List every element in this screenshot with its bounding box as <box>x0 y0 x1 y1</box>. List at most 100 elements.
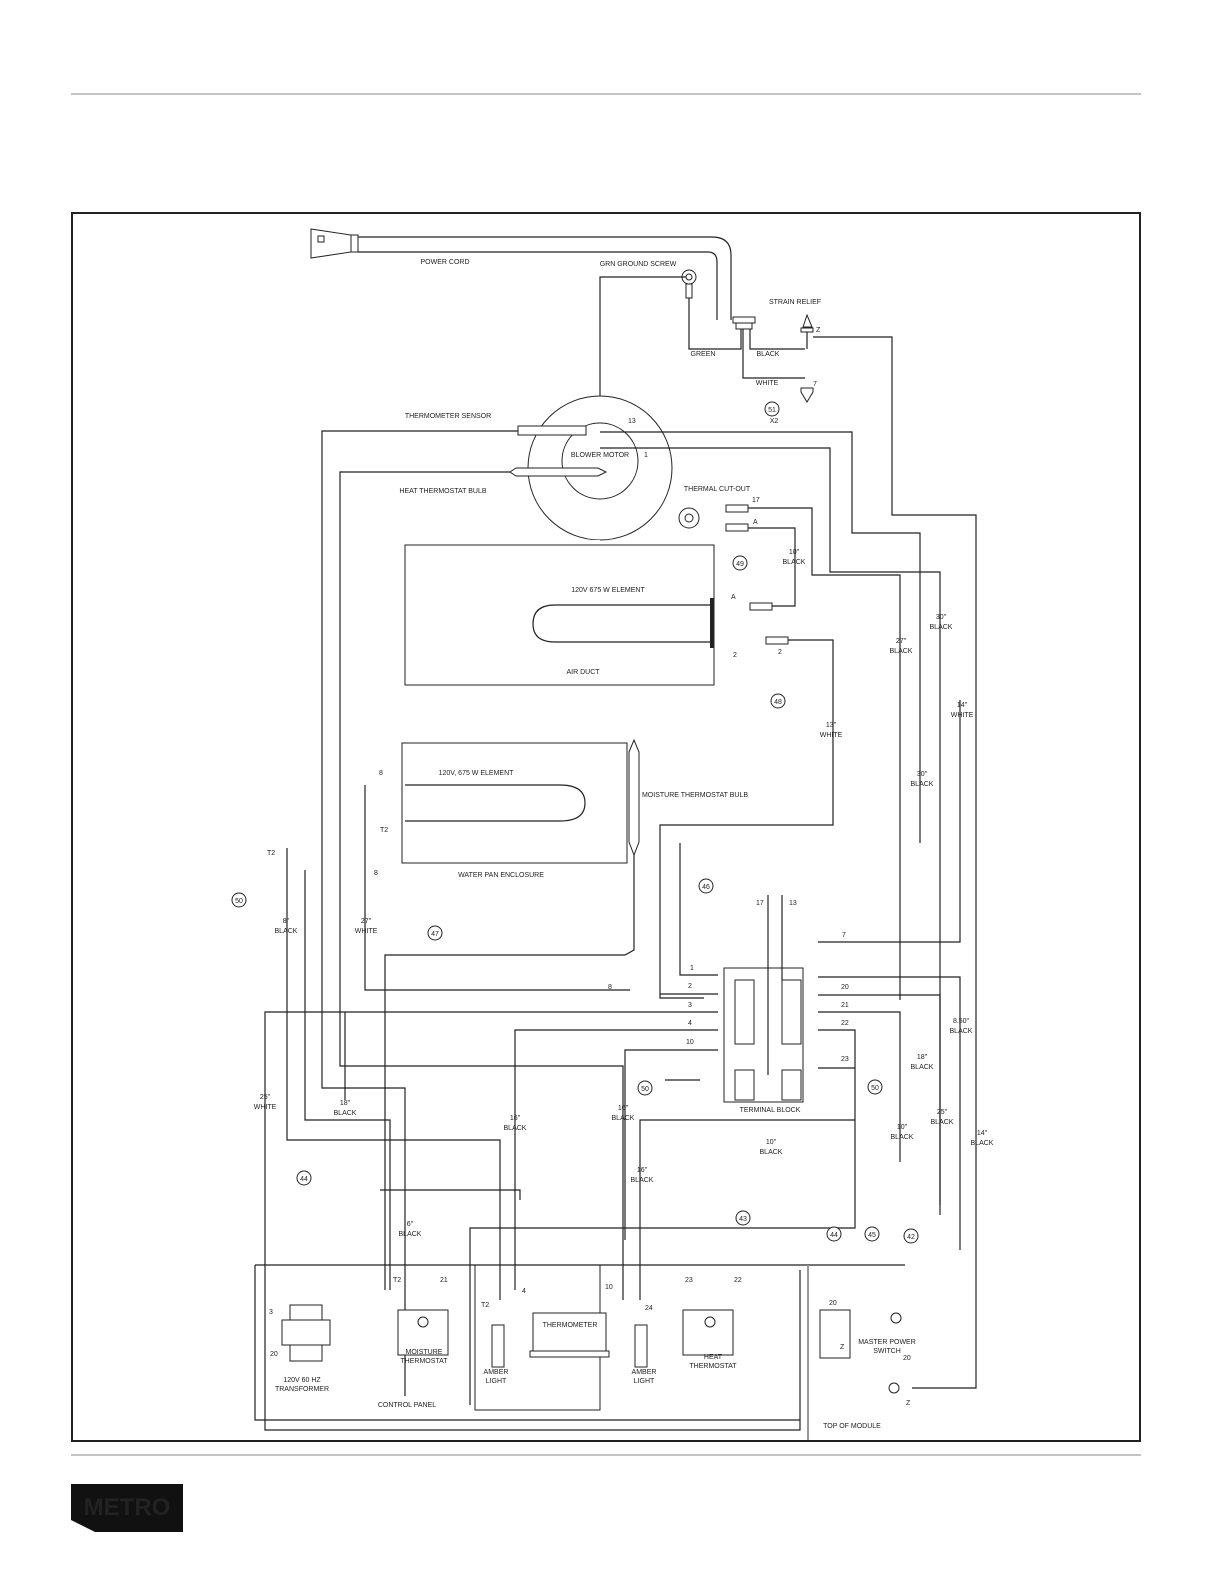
diagram-shape <box>734 1069 755 1101</box>
diagram-label: 50 <box>235 898 243 905</box>
diagram-shape <box>735 322 753 330</box>
callouts: 51 49 48 50 46 47 50 50 44 43 44 45 42 X… <box>231 401 919 1244</box>
diagram-label: THERMOMETER <box>543 1322 598 1329</box>
callout-or-terminal-shape <box>890 1312 902 1324</box>
diagram-label: POWER CORD <box>421 259 470 266</box>
diagram-label: LIGHT <box>634 1378 655 1385</box>
diagram-label: 16" <box>618 1105 629 1112</box>
diagram-label: 23 <box>685 1277 693 1284</box>
diagram-label: BLACK <box>275 928 298 935</box>
callout-or-terminal-shape <box>888 1382 900 1394</box>
diagram-label: 3 <box>269 1309 273 1316</box>
diagram-shape <box>529 1350 610 1358</box>
diagram-label: BLACK <box>760 1149 783 1156</box>
control-panel <box>254 1264 905 1440</box>
diagram-label: BLACK <box>757 351 780 358</box>
diagram-label: 21 <box>841 1002 849 1009</box>
diagram-label: 51 <box>768 407 776 414</box>
diagram-label: 13" <box>826 722 837 729</box>
diagram-label: 13 <box>789 900 797 907</box>
power-cord <box>310 228 756 330</box>
diagram-label: 13 <box>628 418 636 425</box>
diagram-label: 8 <box>608 984 612 991</box>
strain-relief <box>732 316 756 324</box>
diagram-shape <box>264 700 961 1431</box>
callout-or-terminal-shape <box>867 1079 883 1095</box>
diagram-label: 25" <box>260 1094 271 1101</box>
diagram-label: 8 <box>379 770 383 777</box>
diagram-label: 45 <box>868 1232 876 1239</box>
diagram-label: TOP OF MODULE <box>823 1423 881 1430</box>
callout-or-terminal-shape <box>826 1226 842 1242</box>
callout-or-terminal-shape <box>864 1226 880 1242</box>
diagram-label: WHITE <box>254 1104 277 1111</box>
diagram-label: 49 <box>736 561 744 568</box>
diagram-shape <box>71 1484 183 1532</box>
amber-light-1 <box>491 1324 505 1368</box>
water-element <box>405 784 586 822</box>
diagram-label: LIGHT <box>486 1378 507 1385</box>
diagram-shape <box>781 979 802 1045</box>
logo-text: METRO <box>84 1494 171 1521</box>
diagram-label: BLACK <box>334 1110 357 1117</box>
callout-or-terminal-shape <box>427 925 443 941</box>
diagram-label: A <box>753 519 758 526</box>
diagram-shape <box>317 235 325 243</box>
diagram-label: BLACK <box>504 1125 527 1132</box>
thermometer-sensor <box>517 425 587 436</box>
diagram-label: 48 <box>774 699 782 706</box>
callout-or-terminal-shape <box>684 513 694 523</box>
diagram-label: 20 <box>270 1351 278 1358</box>
diagram-label: 8.50" <box>953 1018 970 1025</box>
diagram-label: 50 <box>641 1086 649 1093</box>
diagram-label: 44 <box>830 1232 838 1239</box>
diagram-label: 25" <box>937 1109 948 1116</box>
diagram-label: 44 <box>300 1176 308 1183</box>
diagram-shape <box>310 228 352 259</box>
callout-or-terminal-shape <box>296 1170 312 1186</box>
diagram-label: BLACK <box>911 1064 934 1071</box>
diagram-label: 10" <box>766 1139 777 1146</box>
diagram-label: 47 <box>431 931 439 938</box>
diagram-label: 2 <box>733 652 737 659</box>
terminal-block <box>723 967 804 1103</box>
diagram-label: 120V 60 HZ <box>283 1377 321 1384</box>
moisture-thermostat-bulb <box>628 738 640 857</box>
diagram-label: TRANSFORMER <box>275 1386 329 1393</box>
diagram-label: Z <box>840 1344 845 1351</box>
heat-thermostat <box>682 1309 734 1356</box>
diagram-label: THERMOMETER SENSOR <box>405 413 491 420</box>
water-pan-enclosure <box>401 742 628 864</box>
diagram-shape <box>781 1069 802 1101</box>
diagram-shape <box>526 540 600 546</box>
diagram-label: MOISTURE THERMOSTAT BULB <box>642 792 748 799</box>
diagram-label: 50 <box>871 1085 879 1092</box>
diagram-label: T2 <box>393 1277 401 1284</box>
diagram-label: AIR DUCT <box>566 669 600 676</box>
diagram-label: MASTER POWER <box>858 1339 916 1346</box>
diagram-label: 10" <box>789 549 800 556</box>
diagram-shape <box>734 979 755 1045</box>
diagram-label: X2 <box>770 418 779 425</box>
diagram-label: WHITE <box>951 712 974 719</box>
air-element <box>532 604 712 643</box>
diagram-label: 7 <box>842 932 846 939</box>
diagram-label: 27" <box>896 638 907 645</box>
ground-screw <box>599 269 977 1389</box>
diagram-label: 18" <box>917 1054 928 1061</box>
diagram-label: BLACK <box>891 1134 914 1141</box>
diagram-label: BLACK <box>631 1177 654 1184</box>
diagram-shape <box>765 636 789 645</box>
metro-logo: METRO <box>71 1480 183 1536</box>
callout-or-terminal-shape <box>704 1316 716 1328</box>
diagram-label: 16" <box>510 1115 521 1122</box>
diagram-label: 20 <box>841 984 849 991</box>
diagram-shape <box>710 598 714 648</box>
diagram-shape <box>286 848 521 1300</box>
diagram-shape <box>659 639 834 999</box>
diagram-label: 120V 675 W ELEMENT <box>571 587 645 594</box>
diagram-label: 120V, 675 W ELEMENT <box>439 770 515 777</box>
terminal-numbers: 1 2 3 4 10 20 21 22 23 Z 7 13 1 17 A A 2… <box>267 327 911 1407</box>
callout-or-terminal-shape <box>735 1210 751 1226</box>
diagram-label: TERMINAL BLOCK <box>740 1107 801 1114</box>
